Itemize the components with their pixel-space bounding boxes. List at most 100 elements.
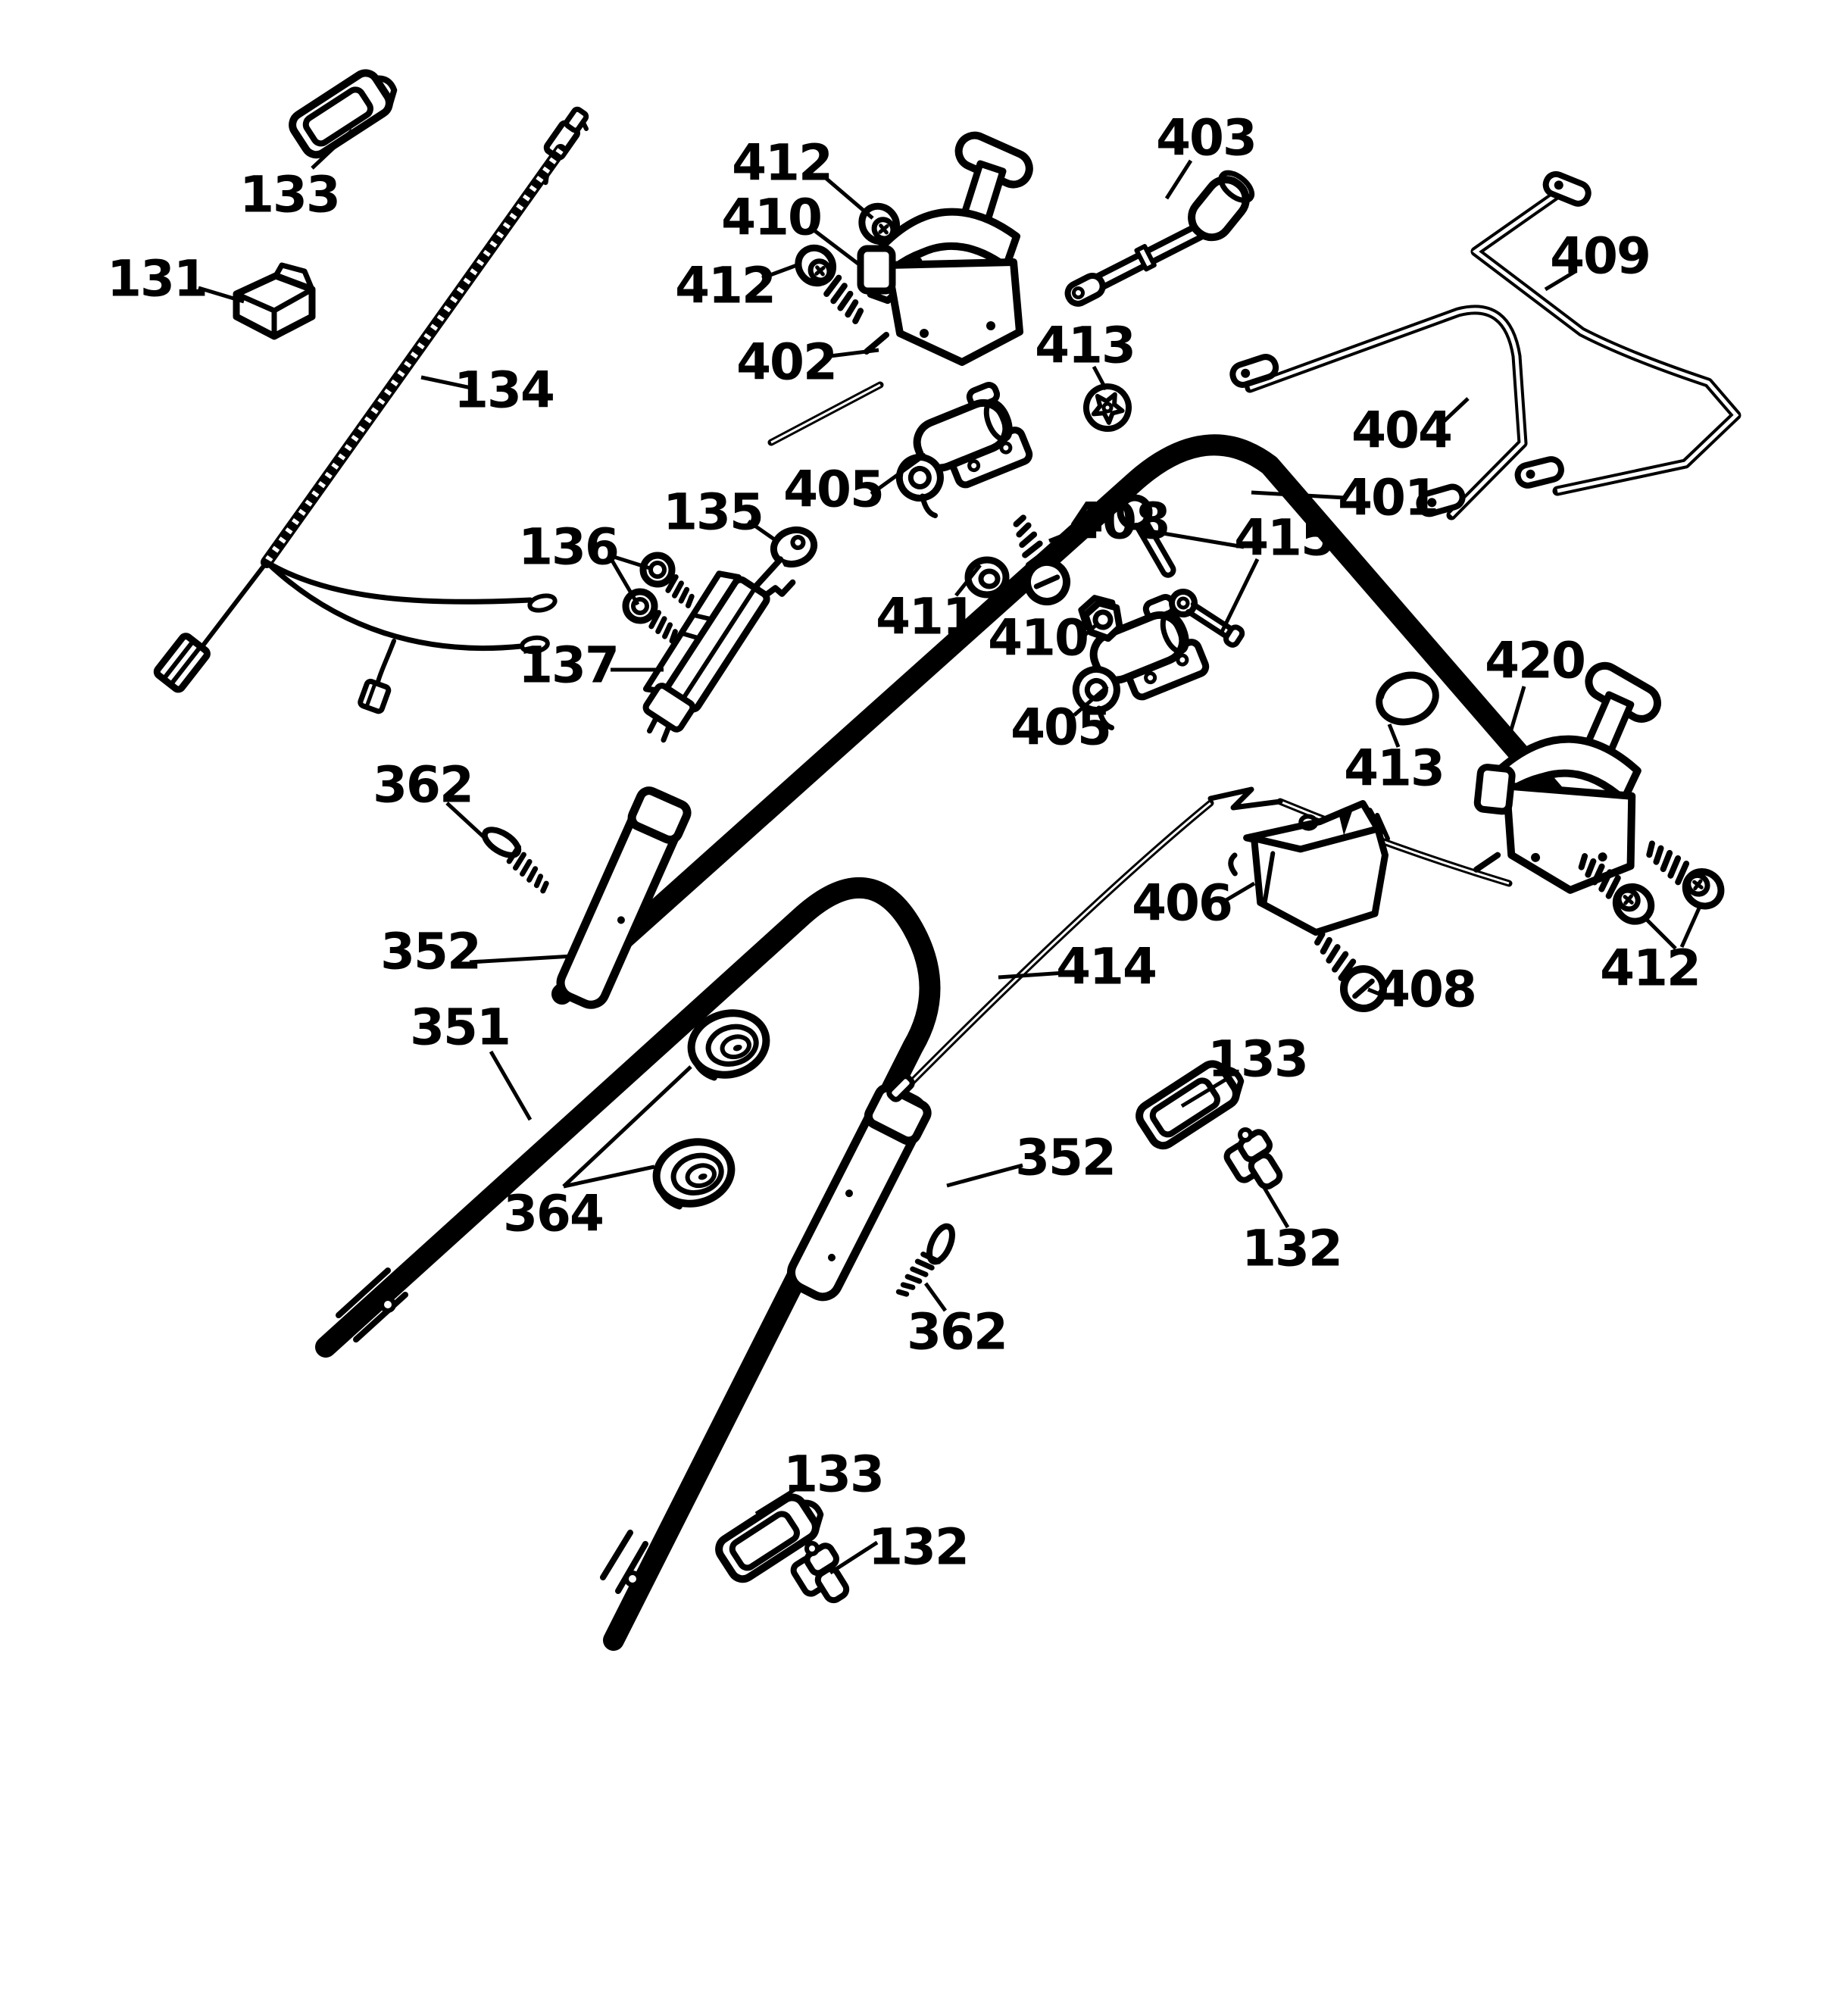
part-label-402: 402	[736, 333, 836, 392]
part-label-409: 409	[1550, 227, 1650, 286]
leader-line-410	[1080, 623, 1098, 639]
part-label-362: 362	[907, 1303, 1007, 1361]
screw-362-top	[477, 818, 555, 898]
part-label-405: 405	[783, 461, 883, 519]
leader-line-351	[489, 1050, 533, 1121]
clip-132-bottom	[791, 1543, 849, 1603]
leader-line-362	[445, 802, 488, 841]
part-label-412: 412	[1600, 939, 1700, 998]
part-label-414: 414	[1056, 938, 1156, 996]
leader-line-408	[1367, 987, 1384, 998]
part-label-137: 137	[518, 636, 618, 695]
leader-line-364	[563, 1164, 655, 1189]
leader-line-411	[954, 564, 982, 597]
part-label-401: 401	[1338, 469, 1438, 527]
part-label-415: 415	[1234, 509, 1334, 567]
part-label-413: 413	[1035, 317, 1135, 375]
leader-line-415	[1145, 528, 1245, 549]
mount-rod-404	[1230, 305, 1528, 520]
tube-end-slots-bottom	[600, 1530, 648, 1594]
grip-sleeve-352-right	[787, 1083, 932, 1302]
part-label-351: 351	[410, 999, 510, 1057]
leader-line-403	[1164, 159, 1193, 200]
switch-box-406	[1228, 800, 1391, 936]
part-label-136: 136	[518, 518, 618, 577]
leader-line-412	[761, 263, 798, 280]
leader-line-133	[311, 129, 354, 170]
tube-end-slots-left	[336, 1267, 408, 1342]
part-label-403: 403	[1156, 109, 1256, 167]
leader-line-412	[1642, 915, 1677, 950]
leader-line-408	[1048, 528, 1076, 543]
pin-403	[1048, 159, 1270, 314]
throttle-control-402	[861, 130, 1035, 362]
part-label-362: 362	[373, 756, 473, 814]
part-label-413: 413	[1344, 739, 1444, 798]
leader-line-405	[870, 452, 927, 496]
clip-131	[236, 265, 312, 336]
part-label-411: 411	[876, 588, 976, 646]
clip-132-mid	[1224, 1130, 1282, 1189]
leader-line-352	[946, 1163, 1023, 1188]
mount-rod-409	[1470, 171, 1741, 496]
cable-414	[886, 786, 1513, 1102]
cable-clamp-405-a	[878, 380, 1038, 524]
leader-line-131	[198, 286, 245, 304]
part-label-408: 408	[1069, 492, 1169, 551]
part-label-408: 408	[1376, 961, 1476, 1019]
leader-line-135	[747, 519, 780, 545]
leader-line-413	[1387, 724, 1401, 748]
part-label-133: 133	[783, 1446, 883, 1504]
wire-lead-2	[264, 559, 524, 652]
leader-line-136	[607, 554, 640, 606]
leader-line-132	[829, 1540, 879, 1575]
star-washer-413	[1082, 383, 1132, 433]
leader-line-415	[1219, 558, 1260, 635]
wire-lead-1	[264, 559, 533, 605]
knob-disc-364-b	[649, 1133, 738, 1211]
part-label-352: 352	[380, 923, 480, 981]
part-label-420: 420	[1485, 632, 1585, 690]
leader-line-133	[1180, 1077, 1227, 1108]
leader-line-420	[1505, 686, 1526, 743]
grip-sleeve-352-left	[556, 786, 692, 1009]
part-label-133: 133	[239, 166, 339, 224]
leader-line-132	[1261, 1185, 1290, 1229]
part-label-406: 406	[1132, 874, 1232, 933]
part-label-412: 412	[675, 257, 775, 315]
screw-362-bottom	[891, 1220, 964, 1302]
leader-line-364	[562, 1065, 692, 1188]
throttle-cable-134	[153, 106, 589, 714]
part-label-352: 352	[1015, 1129, 1115, 1187]
leader-line-413	[1092, 365, 1108, 391]
leader-line-136	[608, 553, 651, 570]
part-label-134: 134	[454, 361, 554, 420]
part-label-133: 133	[1207, 1030, 1307, 1089]
wire-plug	[358, 678, 392, 714]
upper-handle-tube-401	[551, 434, 1623, 1005]
part-label-410: 410	[988, 609, 1088, 667]
leader-line-406	[1220, 881, 1256, 905]
leader-line-405	[1073, 685, 1109, 717]
part-label-404: 404	[1351, 402, 1451, 460]
leader-line-362	[923, 1282, 948, 1312]
part-label-412: 412	[732, 134, 832, 192]
leader-line-401	[1251, 490, 1346, 500]
part-label-131: 131	[107, 250, 207, 308]
leader-line-414	[998, 970, 1066, 980]
grip-pad-133-top	[288, 63, 402, 159]
cable-end-connector	[153, 633, 211, 693]
part-label-132: 132	[868, 1518, 968, 1577]
part-label-364: 364	[503, 1185, 603, 1243]
part-label-135: 135	[663, 483, 763, 542]
lower-handle-tube-351	[315, 877, 941, 1651]
part-label-132: 132	[1242, 1220, 1342, 1278]
leader-line-410	[814, 230, 864, 268]
part-label-410: 410	[721, 189, 821, 247]
leader-line-412	[824, 177, 874, 220]
leader-line-404	[1439, 397, 1470, 426]
leader-line-133	[754, 1484, 801, 1516]
